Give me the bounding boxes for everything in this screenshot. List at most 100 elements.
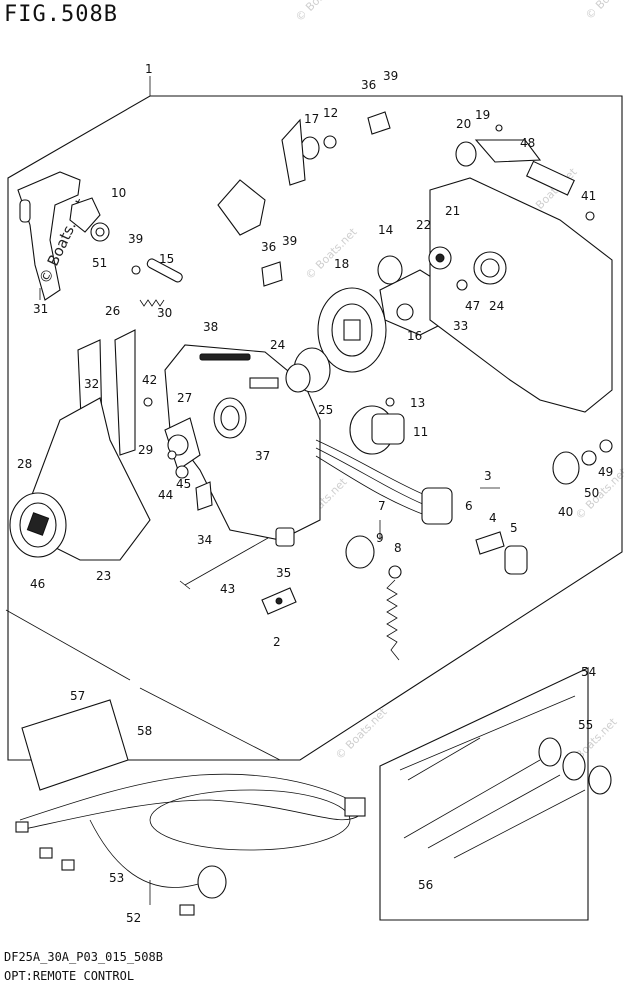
nut-49	[599, 439, 613, 453]
callout: 52	[126, 911, 141, 925]
callout: 44	[158, 488, 173, 502]
washer-50	[581, 450, 597, 466]
cable-end	[5, 609, 131, 681]
callout: 14	[378, 223, 393, 237]
callout: 34	[197, 533, 212, 547]
connector-small	[15, 821, 29, 833]
bracket-26	[114, 329, 136, 456]
clip-10	[69, 197, 101, 233]
connector-main	[344, 797, 366, 817]
switch-arm	[281, 118, 306, 186]
callout: 31	[33, 302, 48, 316]
bracket-cover	[525, 160, 575, 196]
assembly-frame-1	[7, 95, 623, 761]
callout: 56	[418, 878, 433, 892]
callout: 33	[453, 319, 468, 333]
callout: 2	[273, 635, 281, 649]
figure-code: DF25A_30A_P03_015_508B	[4, 950, 163, 964]
callout: 24	[270, 338, 285, 352]
damper-55	[538, 737, 562, 767]
callout: 30	[157, 306, 172, 320]
callout: 41	[581, 189, 596, 203]
screw-45	[175, 465, 189, 479]
callout: 15	[159, 252, 174, 266]
callout: 29	[138, 443, 153, 457]
clip-39	[131, 265, 141, 275]
callout: 24	[489, 299, 504, 313]
accessory-frame-54	[379, 667, 589, 921]
callout: 36	[361, 78, 376, 92]
callout: 36	[261, 240, 276, 254]
callout-labels: 1 2 3 4 5 6 7 8 9 10 11 12 13 14 15 16 1…	[17, 62, 613, 925]
clip-36-top	[367, 111, 391, 135]
watermark: © Boats.net	[303, 225, 360, 282]
watermark: © Boats.net	[583, 0, 624, 22]
callout: 55	[578, 718, 593, 732]
leader-lines	[39, 76, 589, 905]
washer-12	[323, 135, 337, 149]
callout: 7	[378, 499, 386, 513]
screw-41	[585, 211, 595, 221]
lanyard	[386, 579, 400, 661]
harness-52	[19, 773, 351, 821]
screw-13	[385, 397, 395, 407]
callout: 50	[584, 486, 599, 500]
callout: 4	[489, 511, 497, 525]
wire-bundle	[315, 439, 426, 496]
callout: 48	[520, 136, 535, 150]
callout: 5	[510, 521, 518, 535]
callout: 38	[203, 320, 218, 334]
main-housing-37-38	[164, 344, 321, 541]
bracket-throttle	[217, 179, 266, 236]
spacer-16	[396, 303, 414, 321]
callout: 22	[416, 218, 431, 232]
cable-tie	[399, 695, 576, 771]
callout: 12	[323, 106, 338, 120]
callout: 51	[92, 256, 107, 270]
callout: 1	[145, 62, 153, 76]
callout: 32	[84, 377, 99, 391]
side-cover	[428, 177, 613, 413]
cap-35	[275, 527, 295, 547]
callout: 43	[220, 582, 235, 596]
callout: 25	[318, 403, 333, 417]
callout: 27	[177, 391, 192, 405]
clip-34	[195, 481, 213, 511]
handle-31	[17, 171, 81, 301]
ring-20	[455, 141, 477, 167]
callout: 37	[255, 449, 270, 463]
callout: 16	[407, 329, 422, 343]
callout: 8	[394, 541, 402, 555]
bolt-56	[403, 759, 541, 839]
callout: 58	[137, 724, 152, 738]
callout: 23	[96, 569, 111, 583]
callout: 10	[111, 186, 126, 200]
callout: 47	[465, 299, 480, 313]
callout: 11	[413, 425, 428, 439]
switch-19	[474, 139, 542, 163]
callout: 13	[410, 396, 425, 410]
callout: 40	[558, 505, 573, 519]
harness-branch	[89, 819, 211, 888]
callout: 49	[598, 465, 613, 479]
callout: 54	[581, 665, 596, 679]
callout: 18	[334, 257, 349, 271]
callout: 39	[383, 69, 398, 83]
damper-40	[552, 451, 580, 485]
grommet-17	[300, 136, 320, 160]
callout: 45	[176, 477, 191, 491]
cam-14	[377, 255, 403, 285]
callout: 35	[276, 566, 291, 580]
callout: 17	[304, 112, 319, 126]
pin-15	[146, 258, 183, 283]
callout: 20	[456, 117, 471, 131]
key-4	[475, 531, 505, 555]
callout: 39	[282, 234, 297, 248]
figure-description: OPT:REMOTE CONTROL	[4, 969, 135, 983]
spring-30	[139, 299, 165, 307]
cable-58	[139, 687, 281, 761]
callout: 19	[475, 108, 490, 122]
callout: 28	[17, 457, 32, 471]
watermark: © Boats.net	[293, 0, 350, 24]
